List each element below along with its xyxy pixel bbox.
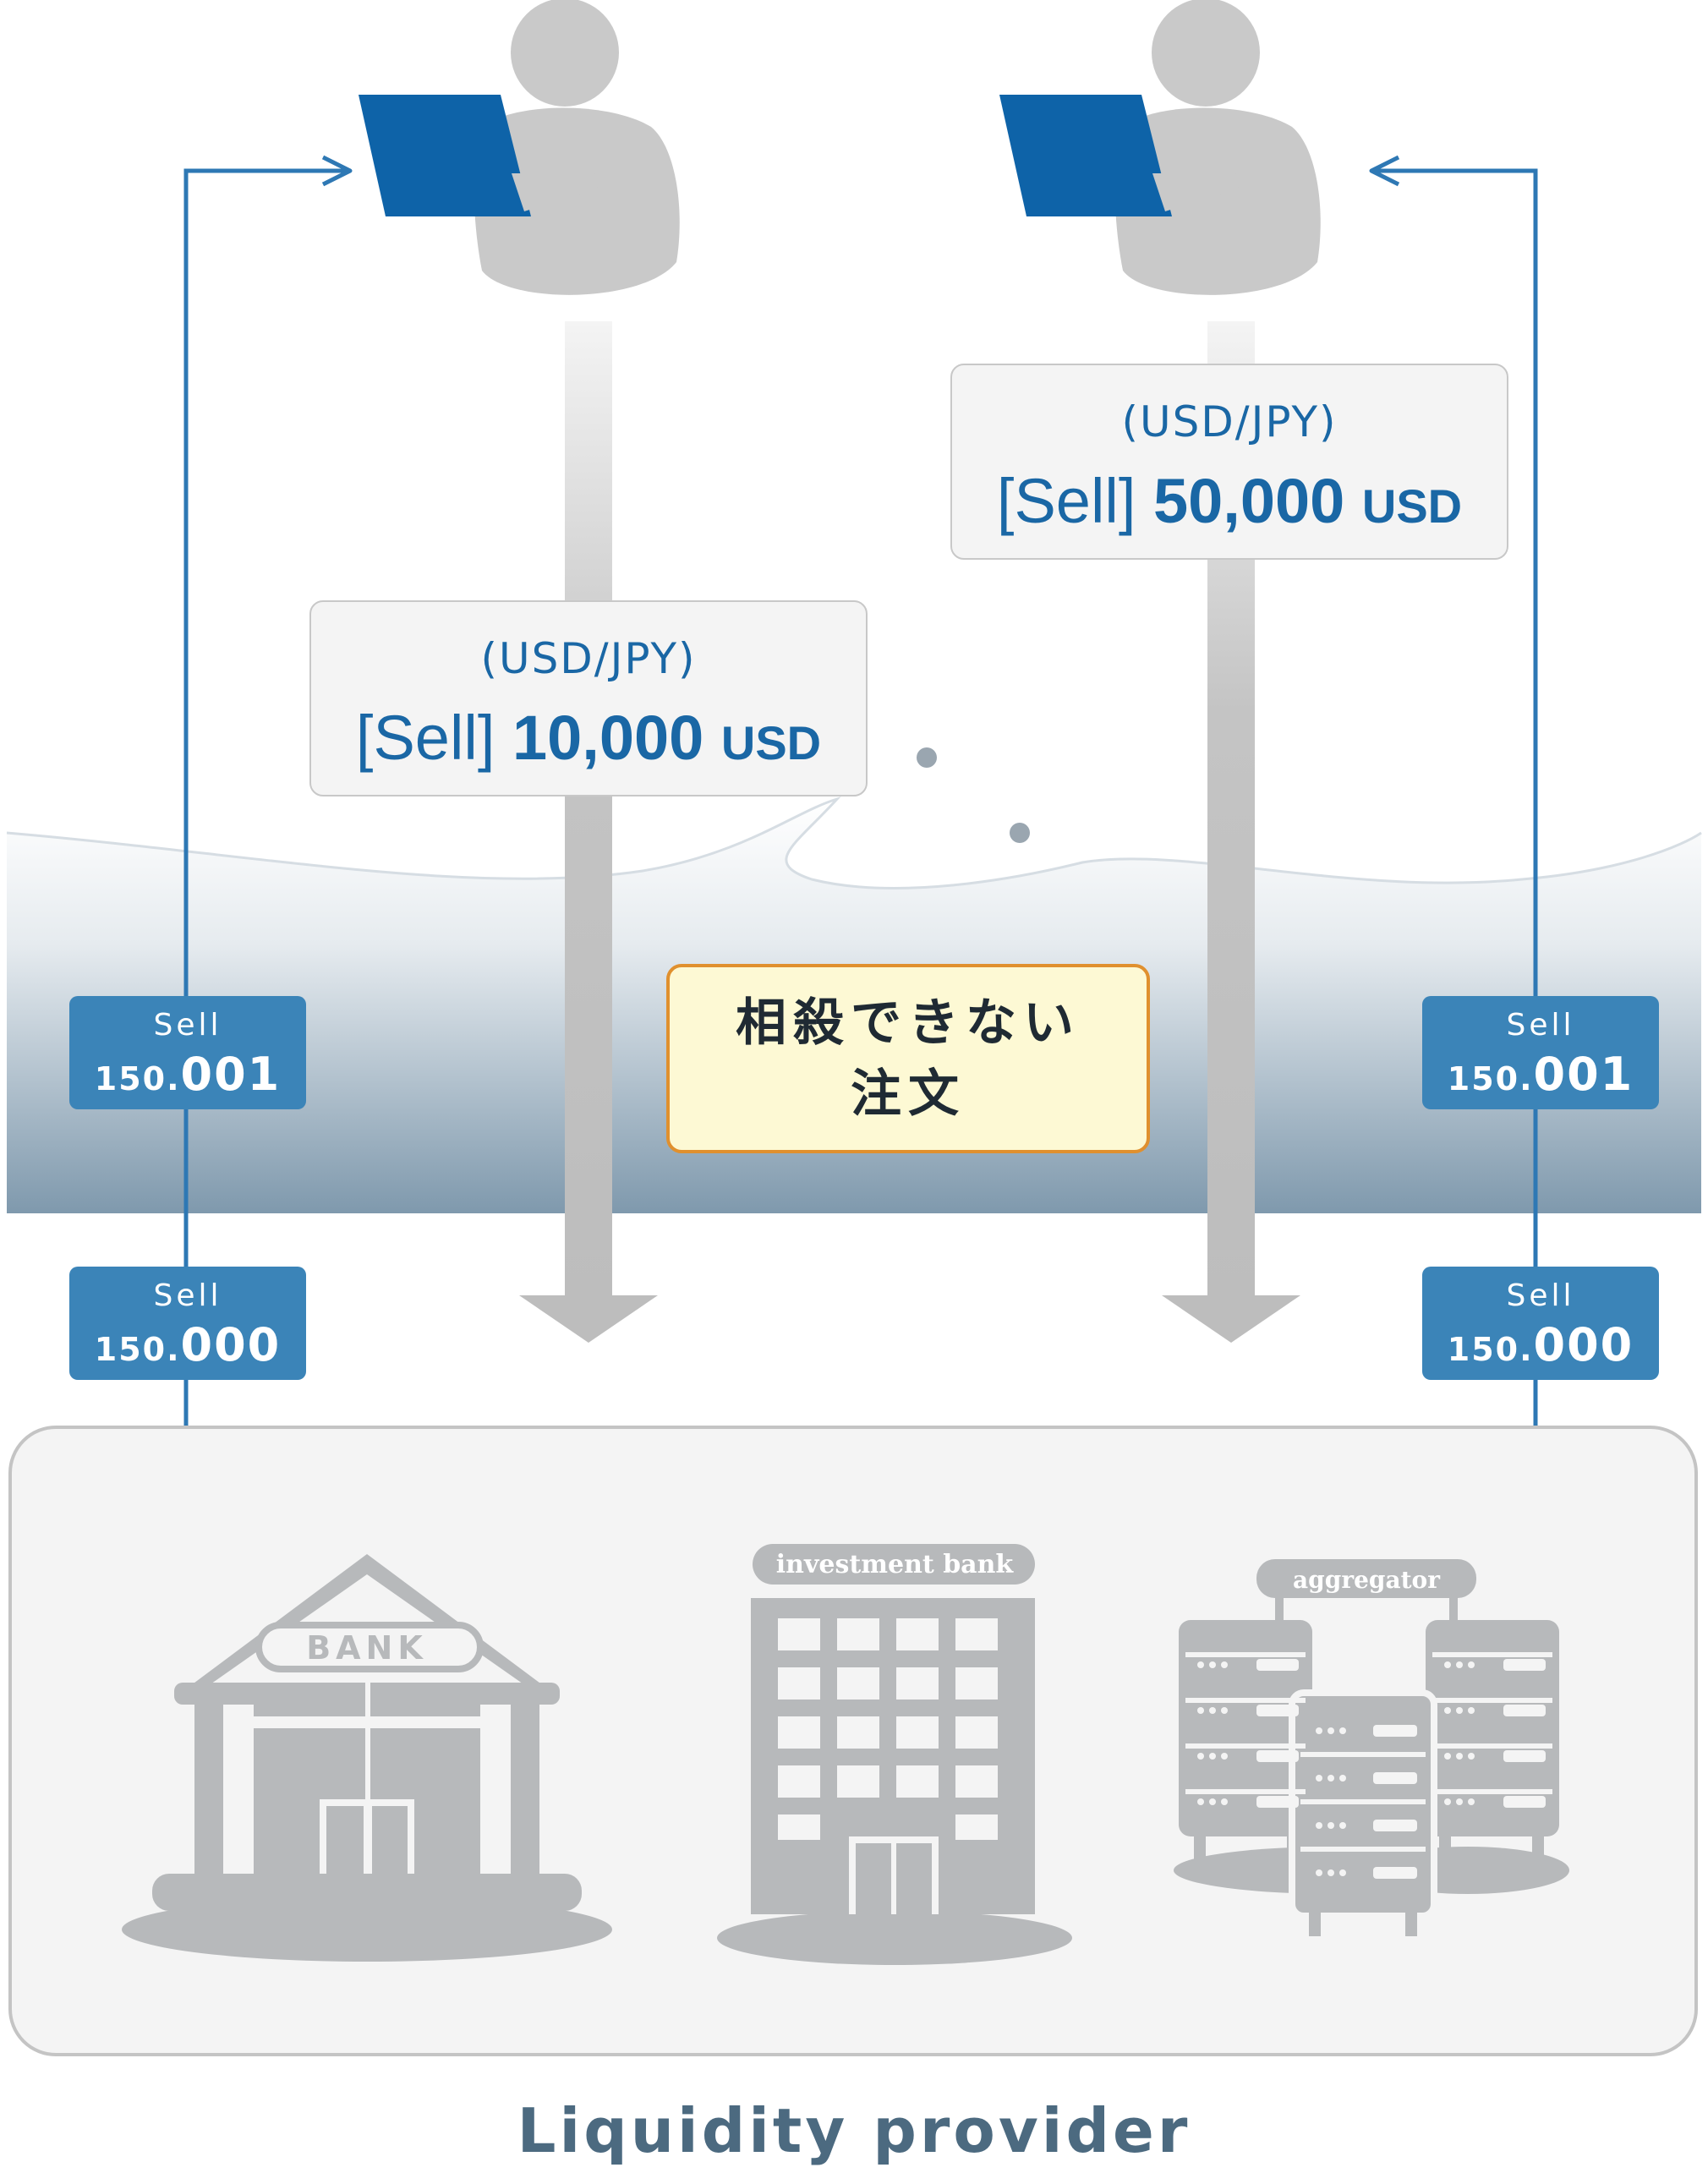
order-arrow-left	[519, 321, 658, 1343]
liquidity-provider-title: Liquidity provider	[517, 2095, 1191, 2166]
quote-tag-right-upper: Sell 150.001	[1422, 996, 1659, 1109]
investment-bank-sign: investment bank	[776, 1550, 1015, 1579]
quote-price: 150.000	[1422, 1318, 1659, 1371]
order-pair-label: (USD/JPY)	[480, 634, 697, 683]
building-windows	[778, 1618, 998, 1840]
order-line: [Sell] 50,000 USD	[952, 465, 1507, 537]
splash-droplet	[1010, 823, 1030, 843]
laptop-icon	[359, 95, 602, 216]
order-amount: 50,000	[1152, 466, 1345, 536]
quote-tag-right-lower: Sell 150.000	[1422, 1267, 1659, 1380]
bank-icon	[122, 1554, 612, 1962]
quote-price: 150.000	[69, 1318, 306, 1371]
quote-label: Sell	[153, 1008, 222, 1043]
quote-price-int: 150.	[1447, 1060, 1534, 1097]
quote-price-dec: 000	[180, 1318, 282, 1371]
order-pair-label: (USD/JPY)	[1121, 397, 1338, 446]
quote-price-dec: 001	[1533, 1048, 1634, 1101]
order-amount: 10,000	[512, 703, 704, 773]
order-unit: USD	[720, 716, 822, 769]
quote-label: Sell	[1506, 1008, 1575, 1043]
order-unit: USD	[1361, 479, 1463, 533]
quote-price-dec: 000	[1533, 1318, 1634, 1371]
server-slots	[1185, 1652, 1552, 1879]
quote-label: Sell	[153, 1278, 222, 1313]
investment-bank-icon	[717, 1544, 1072, 1965]
order-box-right: (USD/JPY) [Sell] 50,000 USD	[950, 364, 1508, 560]
splash-droplet	[917, 747, 937, 768]
unmatched-order-note: 相殺できない 注文	[666, 964, 1150, 1153]
trader-figure-left	[474, 0, 680, 295]
order-box-left: (USD/JPY) [Sell] 10,000 USD	[309, 600, 868, 796]
note-line-2: 注文	[851, 1065, 966, 1124]
order-line: [Sell] 10,000 USD	[311, 702, 866, 774]
trader-figure-right	[1114, 0, 1321, 295]
quote-price-dec: 001	[180, 1048, 282, 1101]
quote-label: Sell	[1506, 1278, 1575, 1313]
note-line-1: 相殺できない	[736, 993, 1081, 1053]
quote-price-int: 150.	[94, 1331, 181, 1368]
wave-crest-line	[6, 796, 1702, 889]
quote-price: 150.001	[69, 1048, 306, 1101]
quote-price-int: 150.	[1447, 1331, 1534, 1368]
bank-sign: BANK	[306, 1629, 428, 1667]
quote-tag-left-upper: Sell 150.001	[69, 996, 306, 1109]
laptop-icon	[999, 95, 1243, 216]
aggregator-sign: aggregator	[1293, 1566, 1441, 1594]
quote-price-int: 150.	[94, 1060, 181, 1097]
quote-price: 150.001	[1422, 1048, 1659, 1101]
quote-tag-left-lower: Sell 150.000	[69, 1267, 306, 1380]
order-side: [Sell]	[355, 703, 495, 773]
order-side: [Sell]	[996, 466, 1136, 536]
